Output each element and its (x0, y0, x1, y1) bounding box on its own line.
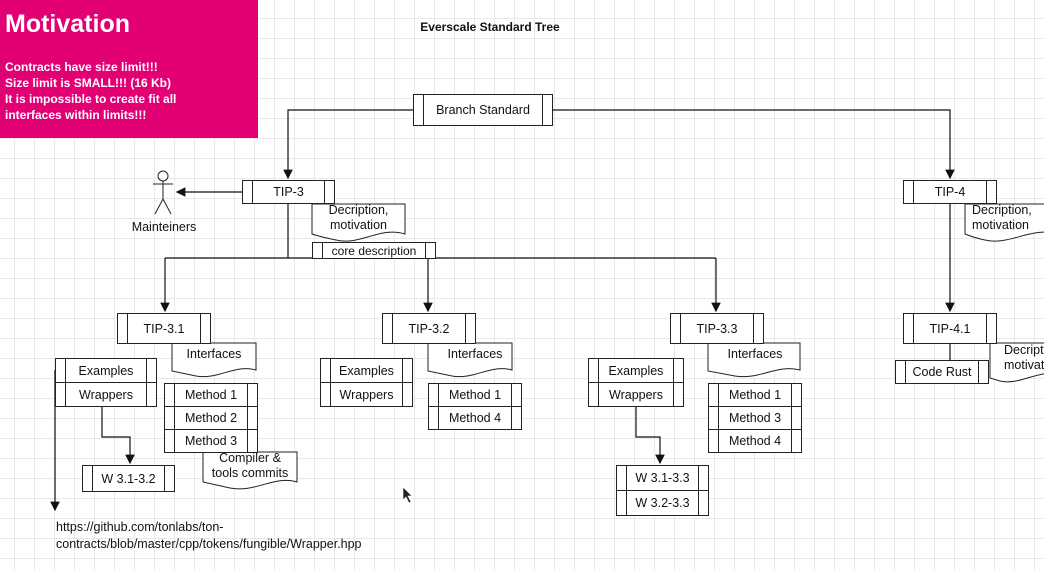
method-node[interactable]: Method 2 (164, 406, 258, 430)
interfaces-doc[interactable]: Interfaces (186, 347, 242, 361)
tip4-node[interactable]: TIP-4 (903, 180, 997, 204)
doc-shape (989, 342, 1044, 383)
wrapper-node[interactable]: W 3.2-3.3 (616, 490, 709, 516)
wrappers-node[interactable]: Wrappers (55, 382, 157, 407)
doc-line: motivation (972, 218, 1029, 232)
wrappers-node[interactable]: Wrappers (320, 382, 413, 407)
motivation-note[interactable]: Motivation Contracts have size limit!!! … (0, 0, 258, 138)
tip4-doc[interactable]: Decription,motivation (972, 203, 1044, 233)
motivation-line: Contracts have size limit!!! (5, 60, 158, 74)
motivation-line: Size limit is SMALL!!! (16 Kb) (5, 76, 172, 90)
url-line: contracts/blob/master/cpp/tokens/fungibl… (56, 537, 362, 551)
url-line: https://github.com/tonlabs/ton- (56, 520, 224, 534)
diagram-title: Everscale Standard Tree (420, 20, 560, 34)
tip33-node[interactable]: TIP-3.3 (670, 313, 764, 344)
mouse-cursor-icon (402, 486, 413, 504)
doc-shape (171, 342, 257, 378)
doc-line: tools commits (211, 466, 289, 480)
doc-line: motivation (1004, 358, 1044, 372)
doc-shape (427, 342, 513, 378)
wrapper-node[interactable]: W 3.1-3.3 (616, 465, 709, 491)
branch-standard-node[interactable]: Branch Standard (413, 94, 553, 126)
method-node[interactable]: Method 4 (708, 429, 802, 453)
doc-shape (964, 203, 1044, 242)
doc-shape (707, 342, 801, 378)
actor-icon (153, 170, 173, 215)
tip41-doc[interactable]: Decription,motivation (1004, 343, 1044, 373)
motivation-line: interfaces within limits!!! (5, 108, 147, 122)
examples-node[interactable]: Examples (588, 358, 684, 383)
motivation-title: Motivation (5, 10, 130, 38)
examples-node[interactable]: Examples (55, 358, 157, 383)
doc-line: Decription, (972, 203, 1032, 217)
method-node[interactable]: Method 1 (428, 383, 522, 407)
method-node[interactable]: Method 1 (708, 383, 802, 407)
method-node[interactable]: Method 3 (708, 406, 802, 430)
doc-shape (202, 451, 298, 490)
wrapper-node[interactable]: W 3.1-3.2 (82, 465, 175, 492)
core-description-node[interactable]: core description (312, 242, 436, 259)
doc-line: Compiler & (219, 451, 281, 465)
method-node[interactable]: Method 4 (428, 406, 522, 430)
tip32-node[interactable]: TIP-3.2 (382, 313, 476, 344)
doc-line: Decription, (328, 203, 389, 217)
edge (283, 109, 413, 180)
interfaces-doc[interactable]: Interfaces (447, 347, 503, 361)
commits-doc[interactable]: Compiler &tools commits (203, 451, 297, 481)
motivation-line: It is impossible to create fit all (5, 92, 177, 106)
wrappers-node[interactable]: Wrappers (588, 382, 684, 407)
examples-node[interactable]: Examples (320, 358, 413, 383)
tip31-node[interactable]: TIP-3.1 (117, 313, 211, 344)
interfaces-doc[interactable]: Interfaces (727, 347, 783, 361)
doc-line: Decription, (1004, 343, 1044, 357)
actor-label: Mainteiners (131, 220, 197, 234)
wrapper-url[interactable]: https://github.com/tonlabs/ton- contract… (56, 519, 362, 553)
method-node[interactable]: Method 1 (164, 383, 258, 407)
doc-shape (311, 203, 406, 242)
method-node[interactable]: Method 3 (164, 429, 258, 453)
edge (553, 109, 955, 180)
code-rust-node[interactable]: Code Rust (895, 360, 989, 384)
doc-line: motivation (330, 218, 387, 232)
tip3-node[interactable]: TIP-3 (242, 180, 335, 204)
tip3-doc[interactable]: Decription,motivation (312, 203, 405, 233)
tip41-node[interactable]: TIP-4.1 (903, 313, 997, 344)
